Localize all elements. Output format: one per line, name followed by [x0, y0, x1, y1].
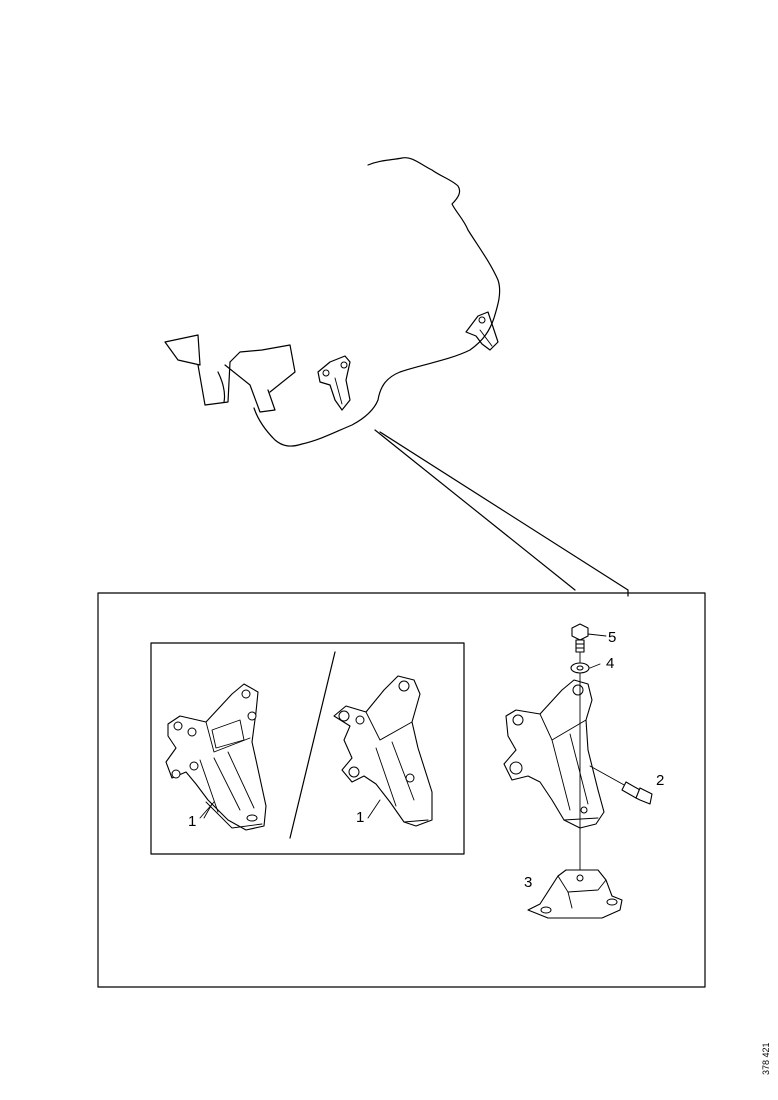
- variant-frame: [150, 642, 465, 855]
- left-bracket-leader: [203, 803, 213, 819]
- washer: [570, 662, 590, 674]
- callout-4: 4: [606, 655, 614, 672]
- callout-1-middle: 1: [356, 809, 364, 826]
- bracket-assembly: [503, 679, 605, 829]
- figure-number: 378 421: [761, 1042, 771, 1075]
- washer-leader: [589, 663, 601, 669]
- bolt-leader: [587, 633, 607, 637]
- bracket-variant-left: [165, 683, 267, 831]
- engine-gearbox-outline: [164, 157, 501, 447]
- rubber-mount: [527, 869, 623, 919]
- callout-3: 3: [524, 874, 532, 891]
- top-bolt: [571, 623, 589, 653]
- detail-frame: [97, 592, 706, 988]
- callout-5: 5: [608, 629, 616, 646]
- bracket-variant-middle: [333, 675, 433, 827]
- side-bolt: [589, 765, 653, 805]
- callout-1-left: 1: [188, 813, 196, 830]
- variant-divider: [289, 651, 336, 839]
- callout-2: 2: [656, 772, 664, 789]
- detail-leader-lines: [374, 429, 629, 597]
